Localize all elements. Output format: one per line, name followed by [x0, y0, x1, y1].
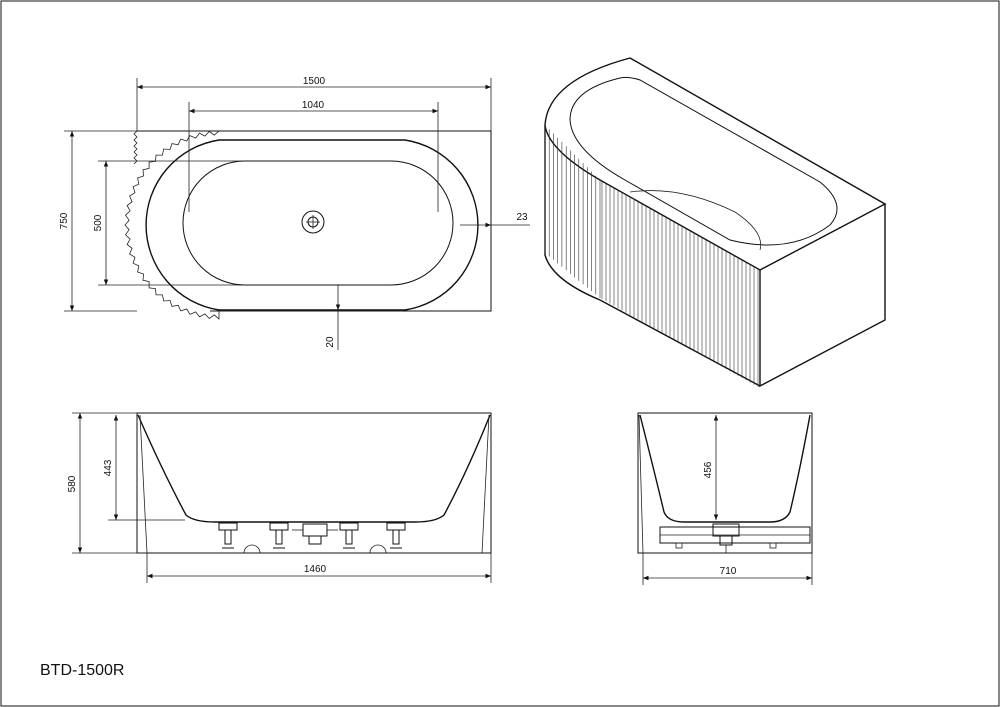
dim-inner-width: 500 [93, 214, 104, 231]
model-label: BTD-1500R [40, 662, 124, 679]
foot-icon [386, 522, 406, 549]
dim-inner-depth: 443 [103, 459, 114, 476]
dim-height: 580 [67, 475, 78, 492]
dim-side-offset: 23 [516, 212, 528, 223]
fluted-edge-top [133, 130, 138, 165]
drain-icon [301, 210, 325, 234]
tub-outer-outline [145, 139, 479, 311]
dim-overall-width: 750 [59, 212, 70, 229]
foot-icon [269, 522, 289, 549]
drain-trap-icon [292, 523, 338, 545]
dim-base-length: 1460 [304, 564, 327, 575]
tub-inner-basin [182, 160, 454, 286]
top-view: 1500 1040 750 500 23 20 [59, 76, 530, 350]
side-elevation: 456 710 [637, 412, 813, 585]
foot-icon [339, 522, 359, 549]
fluted-edge-left [124, 130, 403, 320]
dim-front-offset: 20 [325, 336, 336, 348]
dim-inner-length: 1040 [302, 100, 325, 111]
base-arc [369, 544, 387, 554]
isometric-view [544, 57, 887, 388]
fluted-panel-ribs [544, 125, 759, 387]
dim-side-inner-depth: 456 [703, 461, 714, 478]
dim-overall-length: 1500 [303, 76, 326, 87]
adjustable-feet [218, 522, 406, 554]
foot-icon [218, 522, 238, 549]
base-arc [243, 544, 261, 554]
dim-base-width: 710 [720, 566, 737, 577]
front-elevation: 580 443 1460 [67, 412, 492, 583]
